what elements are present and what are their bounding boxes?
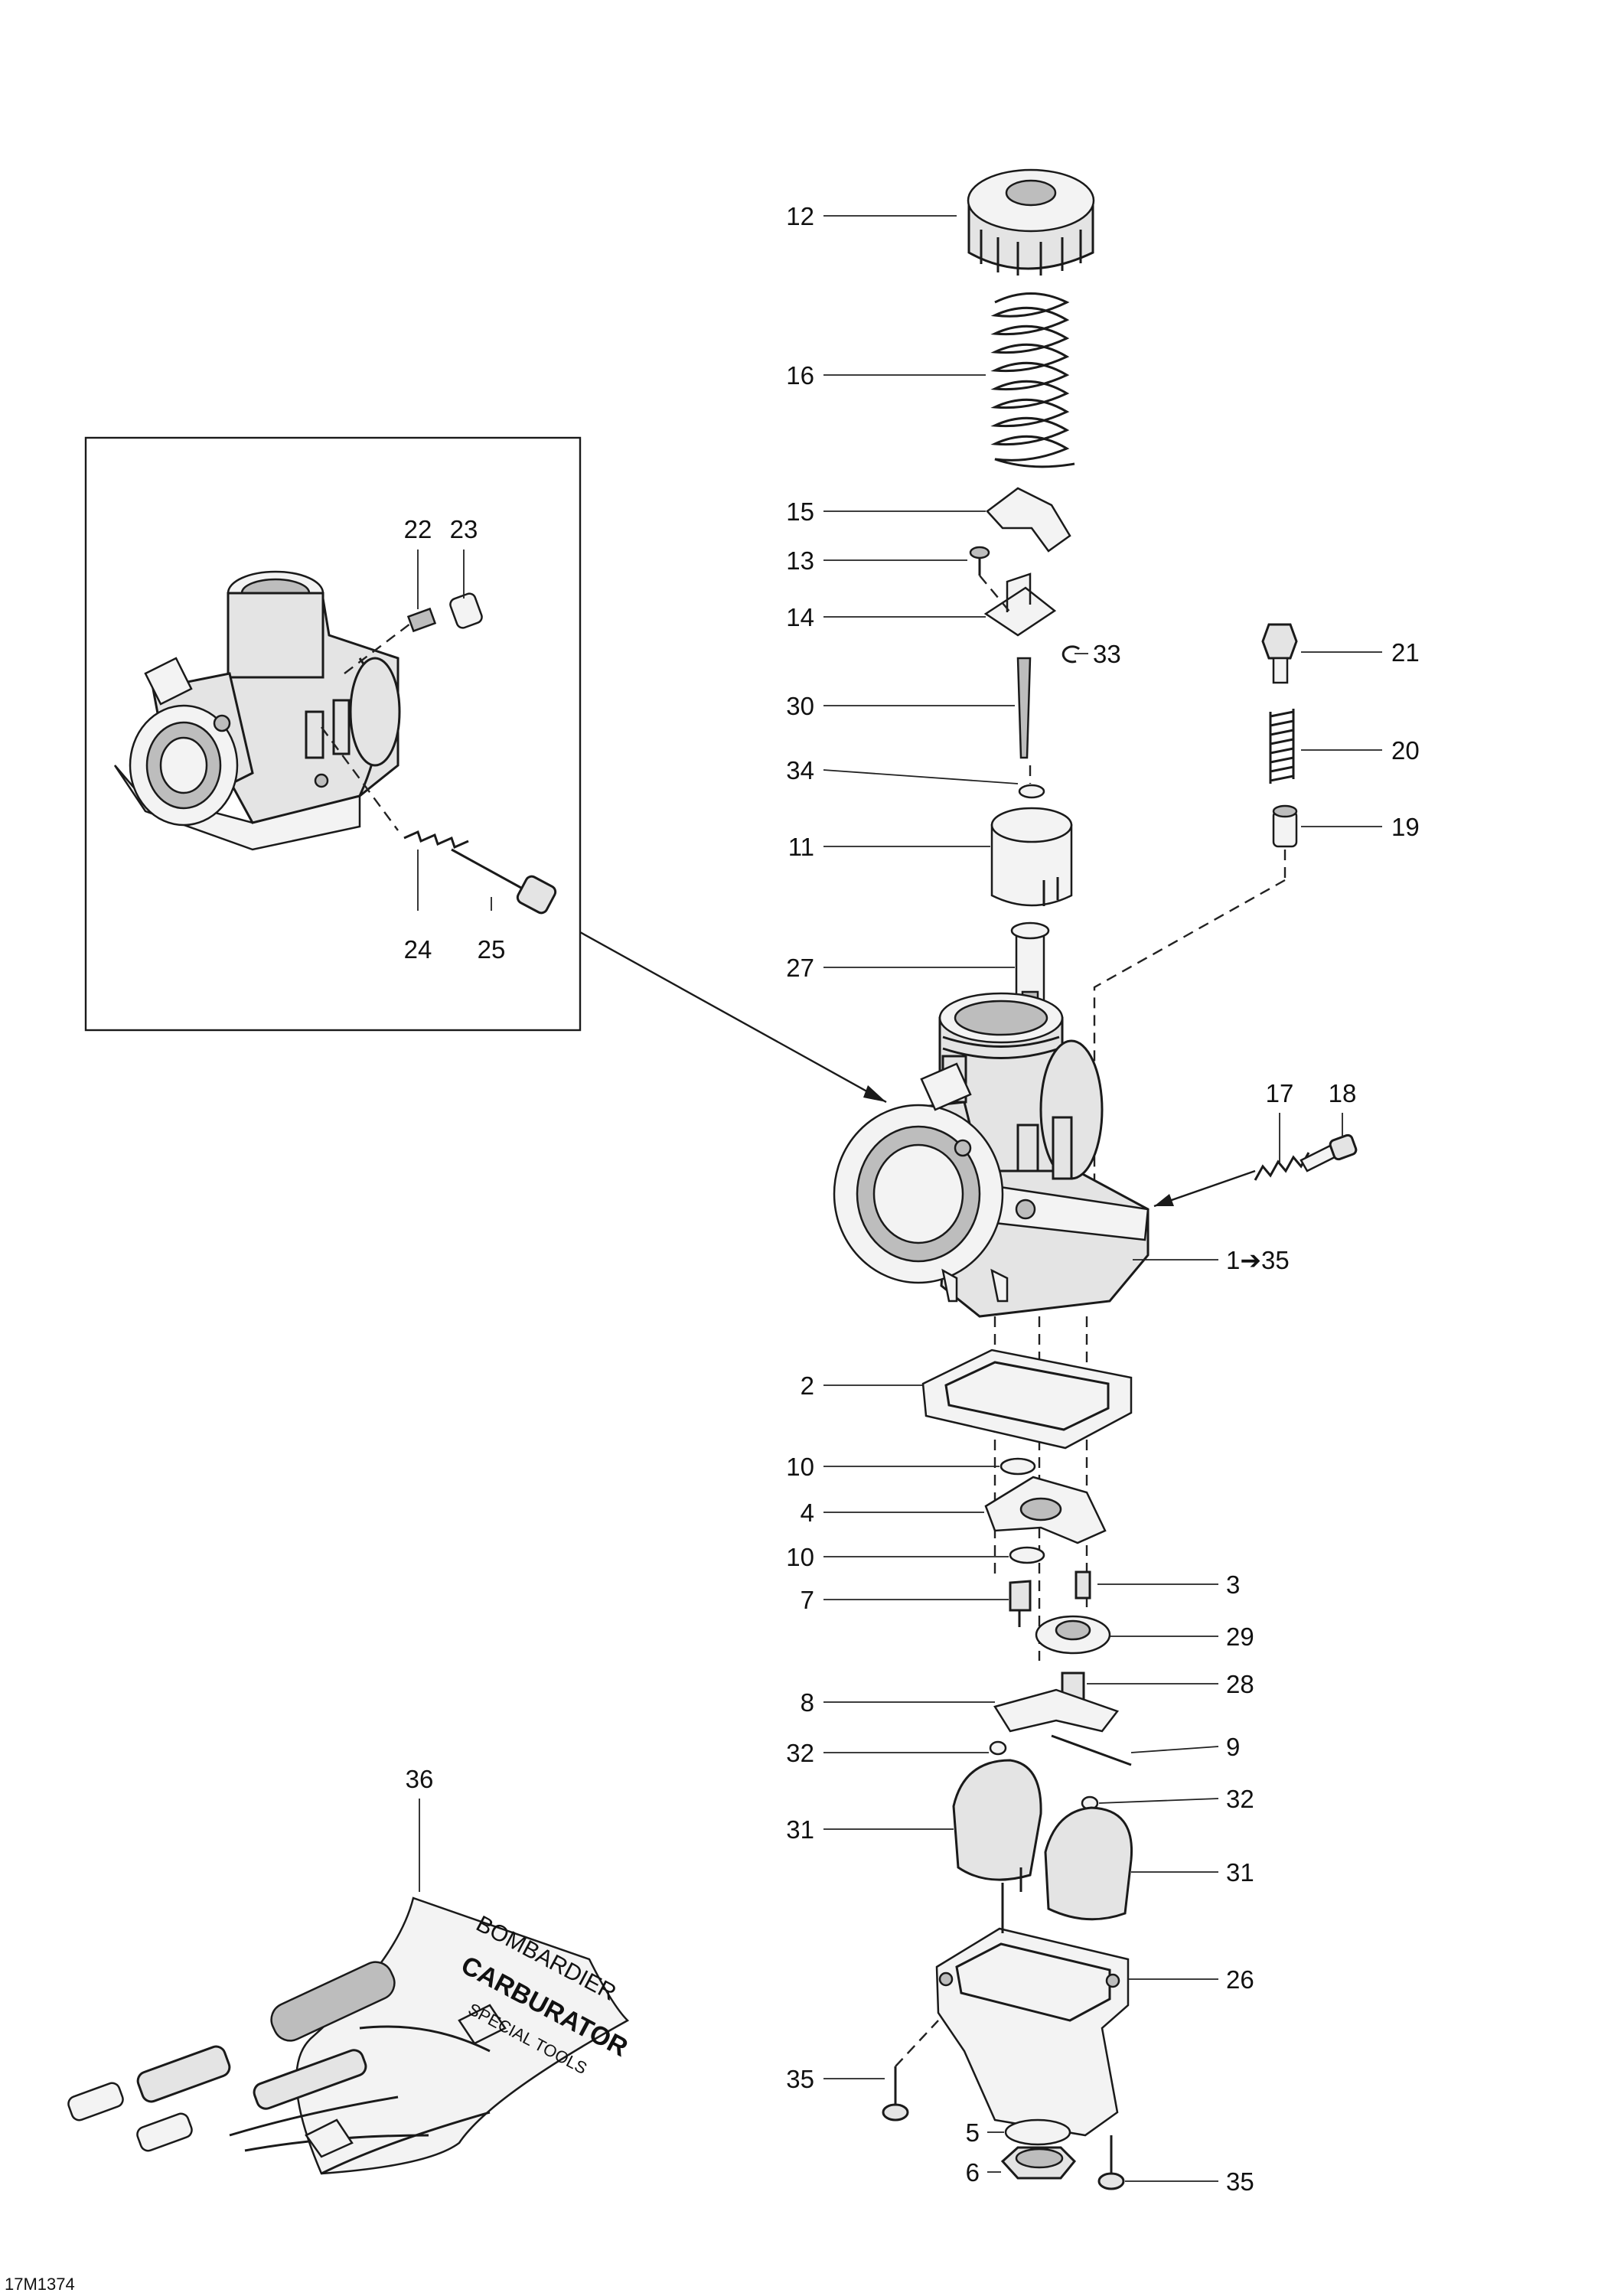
part-32-cap-left (989, 1740, 1007, 1756)
air-screw-pointer-arrow (1153, 1169, 1256, 1208)
part-29-valve-seat (1035, 1615, 1111, 1655)
callout-16: 16 (786, 361, 814, 390)
inset-detail-box: 22 23 24 25 (84, 436, 582, 1032)
part-10-o-ring-lower (1009, 1546, 1045, 1564)
callout-10-lower: 10 (786, 1543, 814, 1571)
callout-25: 25 (478, 935, 506, 964)
part-21-cable-adjuster (1261, 623, 1298, 684)
callout-15: 15 (786, 497, 814, 526)
callout-4: 4 (801, 1499, 814, 1527)
part-15-clip (986, 487, 1071, 553)
callout-28: 28 (1226, 1670, 1254, 1698)
callout-9: 9 (1226, 1733, 1240, 1761)
inset-carburetor-body (113, 570, 401, 851)
inset-part-25-pilot-screw (451, 848, 557, 915)
callout-36: 36 (406, 1765, 434, 1793)
callout-35-left: 35 (786, 2065, 814, 2093)
callout-2: 2 (801, 1371, 814, 1400)
part-26-float-bowl (935, 1883, 1130, 2137)
part-7-main-jet (1009, 1580, 1032, 1627)
part-2-gasket (921, 1349, 1133, 1450)
callout-32-right: 32 (1226, 1785, 1254, 1813)
part-5-drain-o-ring (1004, 2118, 1071, 2146)
callout-26: 26 (1226, 1965, 1254, 1994)
callout-8: 8 (801, 1688, 814, 1717)
part-10-o-ring-upper (1000, 1457, 1036, 1476)
callout-6: 6 (966, 2158, 980, 2187)
part-12-top-cap (967, 168, 1095, 276)
part-9-float-pin (1051, 1734, 1132, 1766)
callout-30: 30 (786, 692, 814, 720)
callout-23: 23 (450, 515, 478, 543)
drawing-code: 17M1374 (5, 2275, 75, 2294)
inset-part-24-spring (403, 830, 469, 850)
callout-11: 11 (788, 833, 814, 861)
callout-29: 29 (1226, 1623, 1254, 1651)
part-35-screw-right (1097, 2135, 1125, 2190)
inset-part-23-cap (449, 592, 483, 629)
carburetor-main-body (833, 992, 1150, 1318)
callout-7: 7 (801, 1586, 814, 1614)
part-16-spring (990, 292, 1075, 468)
callout-33: 33 (1093, 640, 1121, 668)
part-17-spring (1254, 1152, 1310, 1181)
callout-20: 20 (1391, 736, 1420, 765)
part-19-plunger (1272, 804, 1298, 848)
part-31-float-right (1044, 1806, 1133, 1921)
callout-12: 12 (786, 202, 814, 230)
callout-10-upper: 10 (786, 1453, 814, 1481)
leader-lines (823, 215, 1382, 2182)
part-36-tool-kit: BOMBARDIER CARBURATOR SPECIAL TOOLS 36 (67, 1765, 632, 2175)
callout-31-right: 31 (1226, 1858, 1254, 1887)
part-8-float-arm (993, 1688, 1120, 1733)
callout-5: 5 (966, 2118, 980, 2147)
callout-19: 19 (1391, 813, 1420, 841)
callout-labels: 12 16 15 13 14 33 30 34 11 27 21 20 19 1… (786, 202, 1419, 2196)
part-33-e-clip (1061, 645, 1080, 664)
inset-part-22-screw (406, 607, 437, 633)
part-14-needle-retainer (983, 572, 1057, 637)
part-11-throttle-slide (990, 807, 1073, 907)
callout-24: 24 (404, 935, 432, 964)
callout-27: 27 (786, 954, 814, 982)
part-20-spring (1269, 709, 1295, 784)
callout-21: 21 (1391, 638, 1420, 667)
callout-3: 3 (1226, 1570, 1240, 1599)
callout-17: 17 (1266, 1079, 1294, 1107)
part-35-screw-left (882, 2066, 909, 2122)
part-13-screw (969, 546, 990, 576)
callout-13: 13 (786, 546, 814, 575)
callout-22: 22 (404, 515, 432, 543)
callout-18: 18 (1329, 1079, 1357, 1107)
part-34-washer (1018, 784, 1045, 799)
callout-34: 34 (786, 756, 814, 784)
callout-14: 14 (786, 603, 814, 631)
callout-35-right: 35 (1226, 2167, 1254, 2196)
part-6-drain-plug (1000, 2146, 1077, 2180)
part-30-jet-needle (1016, 657, 1032, 759)
inset-pointer-arrow (579, 931, 887, 1104)
part-3-pilot-jet (1075, 1570, 1091, 1600)
callout-31-left: 31 (786, 1815, 814, 1844)
callout-32-left: 32 (786, 1739, 814, 1767)
callout-1-35: 1➔35 (1226, 1246, 1290, 1274)
part-18-air-screw (1300, 1133, 1358, 1172)
part-31-float-left (952, 1759, 1042, 1881)
